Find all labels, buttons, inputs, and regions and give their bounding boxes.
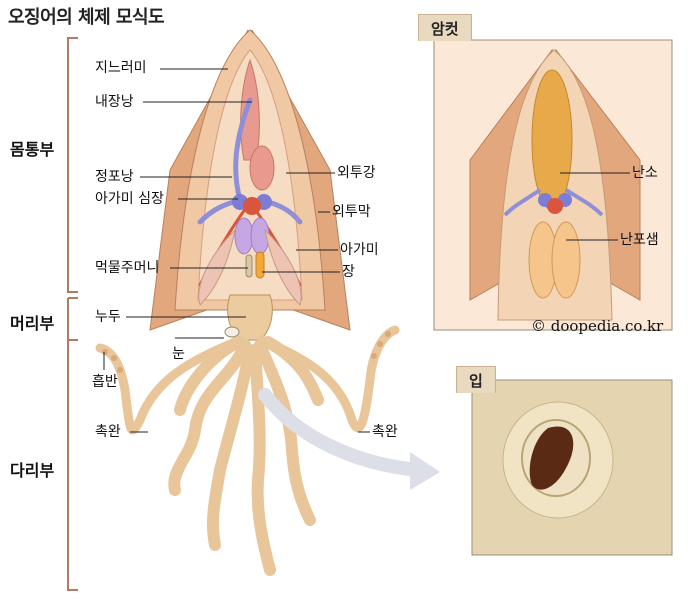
- female-panel-tab: 암컷: [418, 14, 472, 41]
- label-sucker: 흡반: [92, 374, 118, 390]
- label-mantle: 외투막: [332, 204, 371, 220]
- nidamental-gland-right: [551, 221, 581, 299]
- mouth-arrow: [258, 388, 427, 477]
- label-head-capsule: 누두: [95, 309, 121, 325]
- label-gill: 아가미: [340, 242, 379, 258]
- label-gladius: 지느러미: [95, 60, 147, 76]
- ink-sac: [245, 254, 253, 278]
- mouth-opening: [529, 426, 574, 490]
- label-intestine: 장: [342, 264, 355, 280]
- spermatophoric-sac: [249, 145, 275, 191]
- label-left-tentacle: 촉완: [95, 424, 121, 440]
- eye: [224, 326, 240, 338]
- label-branchial-heart: 아가미 심장: [95, 191, 164, 207]
- gill-feather-right: [264, 228, 302, 306]
- visceral-sac: [240, 58, 260, 161]
- section-head: 머리부: [10, 314, 55, 333]
- intestine: [255, 251, 265, 279]
- section-legs: 다리부: [10, 461, 55, 480]
- systemic-heart: [243, 197, 261, 215]
- label-ovary: 난소: [632, 165, 658, 181]
- label-visceral-sac: 내장낭: [95, 94, 134, 110]
- arms: [168, 336, 324, 576]
- mouth-panel-tab: 입: [456, 366, 496, 393]
- label-spermatophoric-sac: 정포낭: [95, 169, 134, 185]
- label-mantle-cavity: 외투강: [337, 165, 376, 181]
- label-right-tentacle: 촉완: [372, 424, 398, 440]
- mouth-arrowhead: [410, 452, 440, 490]
- label-eye: 눈: [172, 346, 185, 362]
- diagram-title: 오징어의 체제 모식도: [8, 7, 165, 28]
- suckers: [102, 331, 391, 373]
- leader-lines: [103, 68, 370, 433]
- label-ink-sac: 먹물주머니: [95, 260, 160, 276]
- label-nidamental-gland: 난포샘: [620, 232, 659, 248]
- copyright-credit: © doopedia.co.kr: [531, 317, 664, 335]
- section-body: 몸통부: [10, 140, 55, 159]
- section-brackets: [67, 37, 78, 591]
- gill-left: [234, 217, 254, 255]
